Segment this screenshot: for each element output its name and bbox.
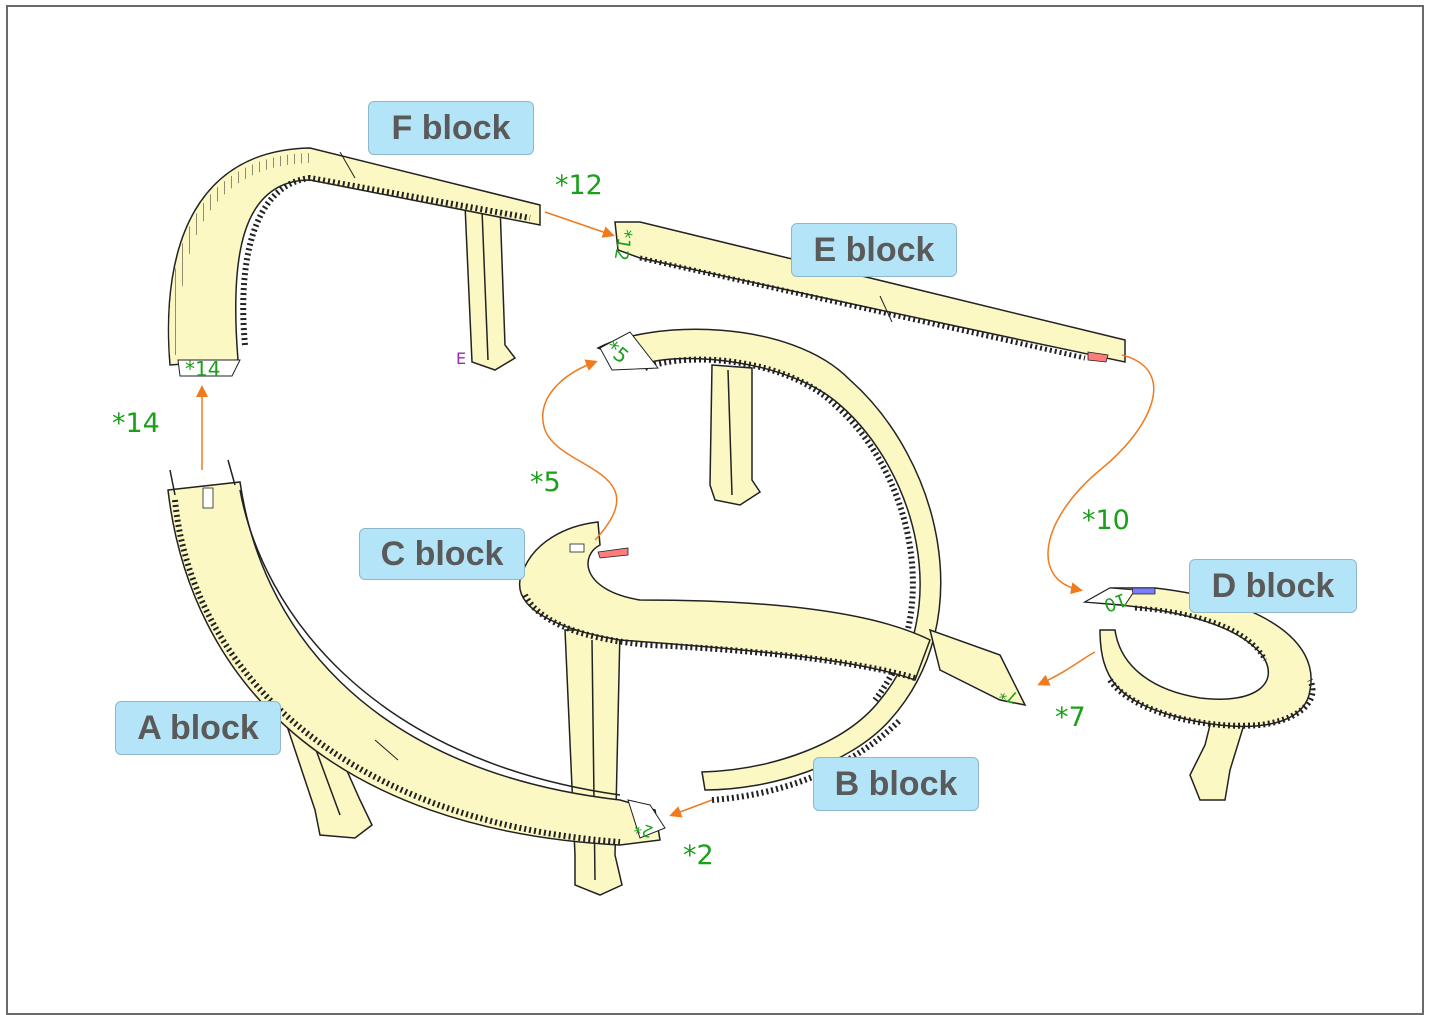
- label-d-block: D block: [1189, 559, 1357, 613]
- label-b-block: B block: [813, 757, 979, 811]
- tag-12: *12: [610, 227, 636, 262]
- label-c-block: C block: [359, 528, 525, 580]
- connector-7: [1037, 651, 1096, 686]
- track-a: [167, 459, 666, 846]
- track-b: [596, 328, 1027, 803]
- marker-14: *14: [112, 408, 160, 439]
- marker-12: *12: [555, 170, 603, 201]
- pillar-c: [564, 629, 623, 896]
- connectors: [196, 211, 1155, 818]
- track-d: [1082, 587, 1316, 729]
- tag-7: 7*: [997, 684, 1021, 708]
- pillar-f: [464, 204, 517, 371]
- connector-2: [669, 799, 713, 818]
- marker-2: *2: [683, 840, 714, 871]
- track-e: [614, 221, 1126, 363]
- track-f: [167, 147, 541, 377]
- connector-5: [542, 359, 618, 541]
- pillar-center: [709, 364, 762, 506]
- connector-12: [544, 211, 615, 238]
- label-e-block: E block: [791, 223, 957, 277]
- marker-7: *7: [1055, 702, 1086, 733]
- label-a-block: A block: [115, 701, 281, 755]
- label-f-block: F block: [368, 101, 534, 155]
- track-c: [519, 521, 931, 681]
- tag-2: 2*: [632, 818, 656, 842]
- marker-10: *10: [1082, 505, 1130, 536]
- pillar-letter: E: [456, 349, 466, 368]
- connector-10: [1047, 354, 1155, 595]
- marker-5: *5: [530, 467, 561, 498]
- tag-14: *14: [185, 357, 220, 381]
